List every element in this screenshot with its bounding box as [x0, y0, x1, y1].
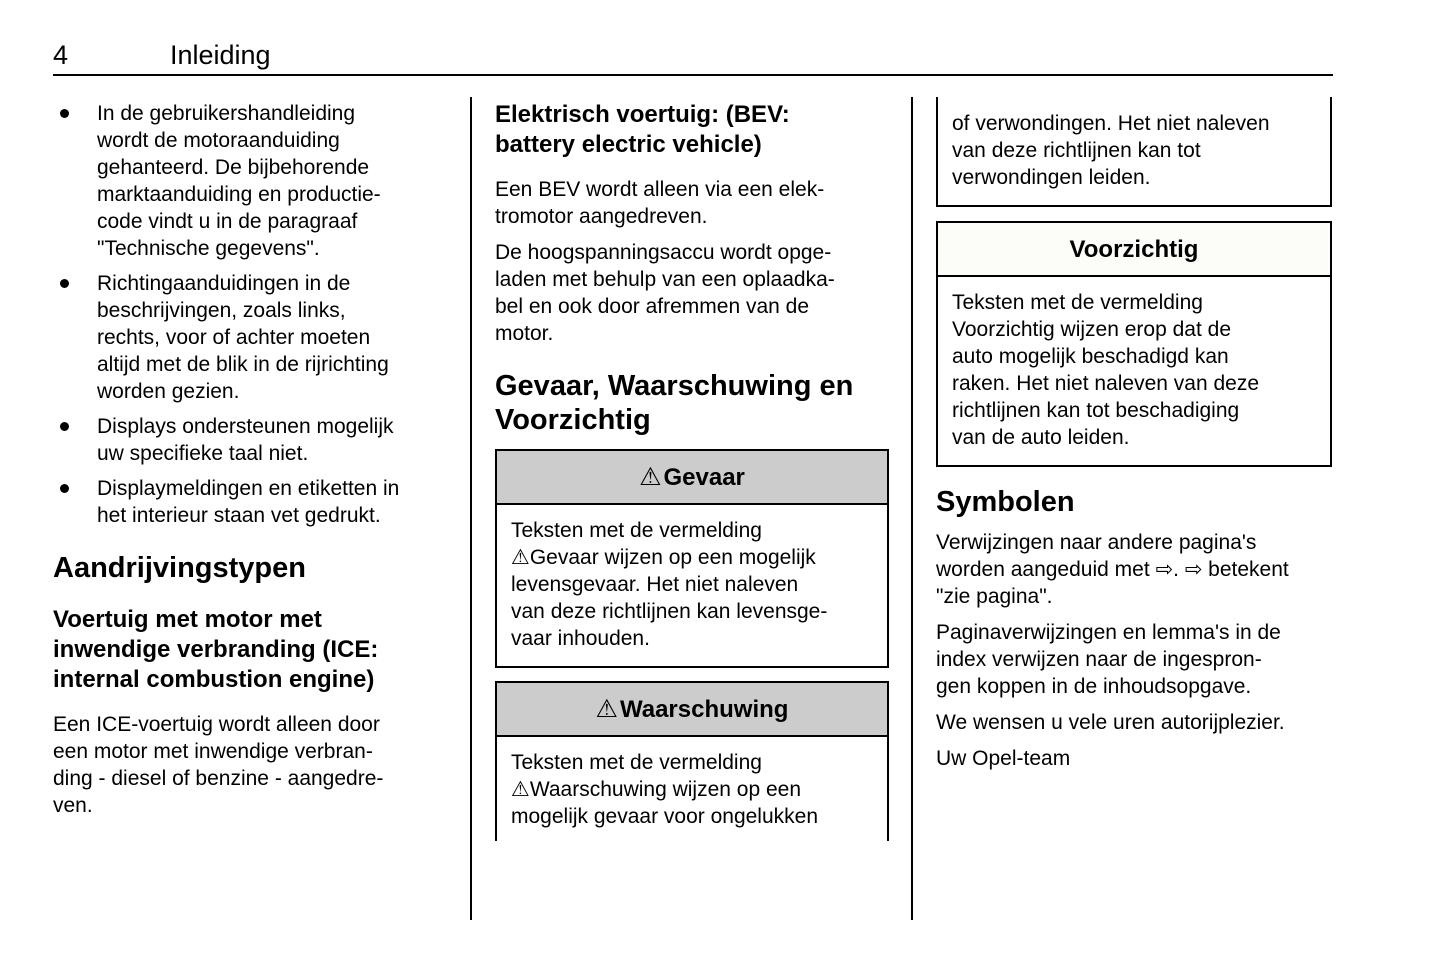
- column-divider: [911, 97, 913, 920]
- paragraph: Uw Opel-team: [936, 747, 1071, 770]
- paragraph: Een BEV wordt alleen via een elek- tromo…: [495, 178, 825, 228]
- bullet-icon: [60, 484, 69, 493]
- section-heading-symbolen: Symbolen: [936, 486, 1075, 518]
- caution-box-header: Voorzichtig: [938, 223, 1330, 277]
- danger-box: ⚠ Gevaar Teksten met de vermelding ⚠Geva…: [495, 449, 889, 668]
- list-item: In de gebruikershandleiding wordt de mot…: [53, 100, 453, 262]
- list-item: Displays ondersteunen mogelijk uw specif…: [53, 413, 453, 467]
- bullet-text: In de gebruikershandleiding wordt de mot…: [97, 102, 381, 260]
- list-item: Richtingaanduidingen in de beschrijvinge…: [53, 270, 453, 405]
- danger-box-header: ⚠ Gevaar: [497, 451, 887, 505]
- column-1: In de gebruikershandleiding wordt de mot…: [53, 100, 453, 819]
- paragraph: Verwijzingen naar andere pagina's worden…: [936, 531, 1289, 608]
- page-number: 4: [53, 40, 69, 70]
- bullet-text: Displays ondersteunen mogelijk uw specif…: [97, 415, 394, 465]
- caution-box: Voorzichtig Teksten met de vermelding Vo…: [936, 221, 1332, 467]
- subsection-heading-ice: Voertuig met motor met inwendige verbran…: [53, 606, 379, 693]
- paragraph: Een ICE-voertuig wordt alleen door een m…: [53, 713, 384, 817]
- bullet-text: Richtingaanduidingen in de beschrijvinge…: [97, 272, 389, 403]
- bullet-icon: [60, 422, 69, 431]
- danger-box-body: Teksten met de vermelding ⚠Gevaar wijzen…: [511, 519, 828, 650]
- subsection-heading-bev: Elektrisch voertuig: (BEV: battery elect…: [495, 101, 790, 158]
- column-2: Elektrisch voertuig: (BEV: battery elect…: [495, 100, 889, 841]
- warning-box-body: Teksten met de vermelding ⚠Waarschuwing …: [511, 751, 819, 828]
- warning-box-continuation-body: of verwondingen. Het niet naleven van de…: [952, 112, 1270, 189]
- section-heading-aandrijvingstypen: Aandrijvingstypen: [53, 552, 306, 584]
- bullet-icon: [60, 109, 69, 118]
- header-rule: [53, 74, 1333, 76]
- bullet-icon: [60, 279, 69, 288]
- paragraph: We wensen u vele uren autorijplezier.: [936, 711, 1285, 734]
- caution-box-title: Voorzichtig: [1069, 235, 1199, 263]
- list-item: Displaymeldingen en etiketten in het int…: [53, 475, 453, 529]
- warning-triangle-icon: ⚠: [639, 462, 662, 491]
- warning-box: ⚠ Waarschuwing Teksten met de vermelding…: [495, 681, 889, 841]
- warning-triangle-icon: ⚠: [595, 694, 618, 723]
- section-heading-gevaar-waarschuwing: Gevaar, Waarschuwing en Voorzichtig: [495, 370, 854, 436]
- caution-box-body: Teksten met de vermelding Voorzichtig wi…: [952, 291, 1260, 449]
- column-3: of verwondingen. Het niet naleven van de…: [936, 97, 1332, 772]
- warning-box-continuation: of verwondingen. Het niet naleven van de…: [936, 97, 1332, 207]
- paragraph: Paginaverwijzingen en lemma's in de inde…: [936, 621, 1281, 698]
- bullet-text: Displaymeldingen en etiketten in het int…: [97, 477, 400, 527]
- paragraph: De hoogspanningsaccu wordt opge- laden m…: [495, 241, 835, 345]
- danger-box-title: Gevaar: [663, 463, 745, 491]
- warning-box-header: ⚠ Waarschuwing: [497, 683, 887, 737]
- warning-box-title: Waarschuwing: [619, 695, 789, 723]
- column-divider: [470, 97, 472, 920]
- chapter-title: Inleiding: [170, 40, 271, 70]
